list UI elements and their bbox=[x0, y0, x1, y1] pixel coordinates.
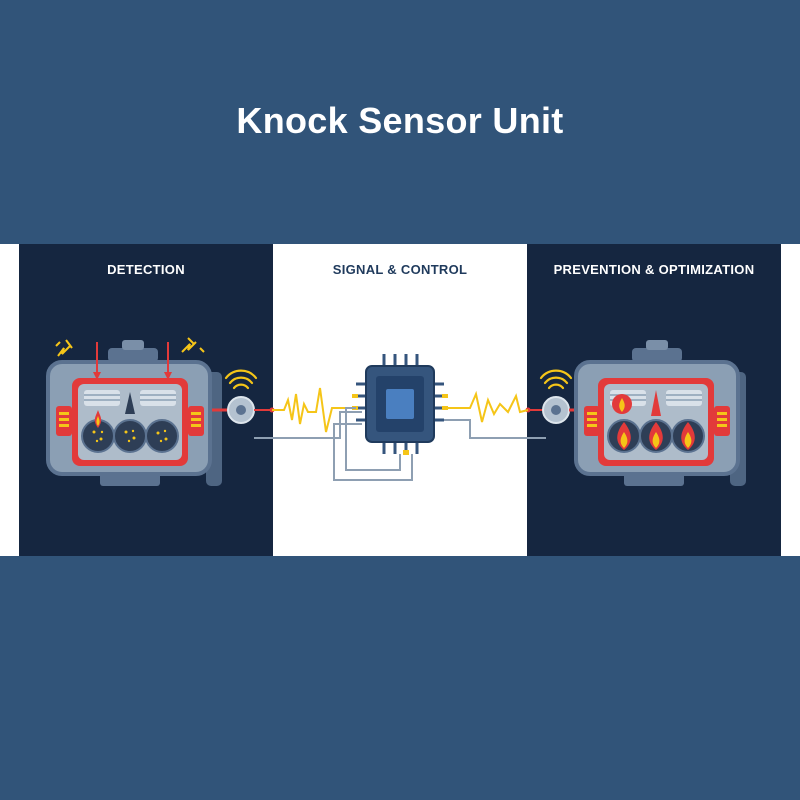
flame-icon bbox=[617, 422, 695, 450]
wifi-signal-icon-left bbox=[224, 369, 258, 390]
signal-wave-icon-left bbox=[272, 387, 362, 433]
knock-spark-icon bbox=[55, 337, 205, 357]
knock-arrow-icon bbox=[93, 342, 172, 380]
panel-detection-label: DETECTION bbox=[107, 262, 185, 277]
page-title: Knock Sensor Unit bbox=[236, 100, 564, 141]
engine-icon-prevention bbox=[574, 340, 746, 486]
signal-wave-icon-right bbox=[444, 390, 529, 423]
panel-signal-control-label: SIGNAL & CONTROL bbox=[332, 262, 468, 277]
control-wire-bottom bbox=[333, 407, 413, 481]
sensor-icon-left bbox=[212, 396, 255, 424]
microchip-icon bbox=[352, 354, 448, 455]
engine-icon-detection bbox=[46, 340, 222, 486]
panel-prevention-label: PREVENTION & OPTIMIZATION bbox=[553, 262, 755, 277]
knock-sensor-diagram bbox=[46, 337, 746, 486]
wifi-signal-icon-right bbox=[539, 369, 573, 390]
